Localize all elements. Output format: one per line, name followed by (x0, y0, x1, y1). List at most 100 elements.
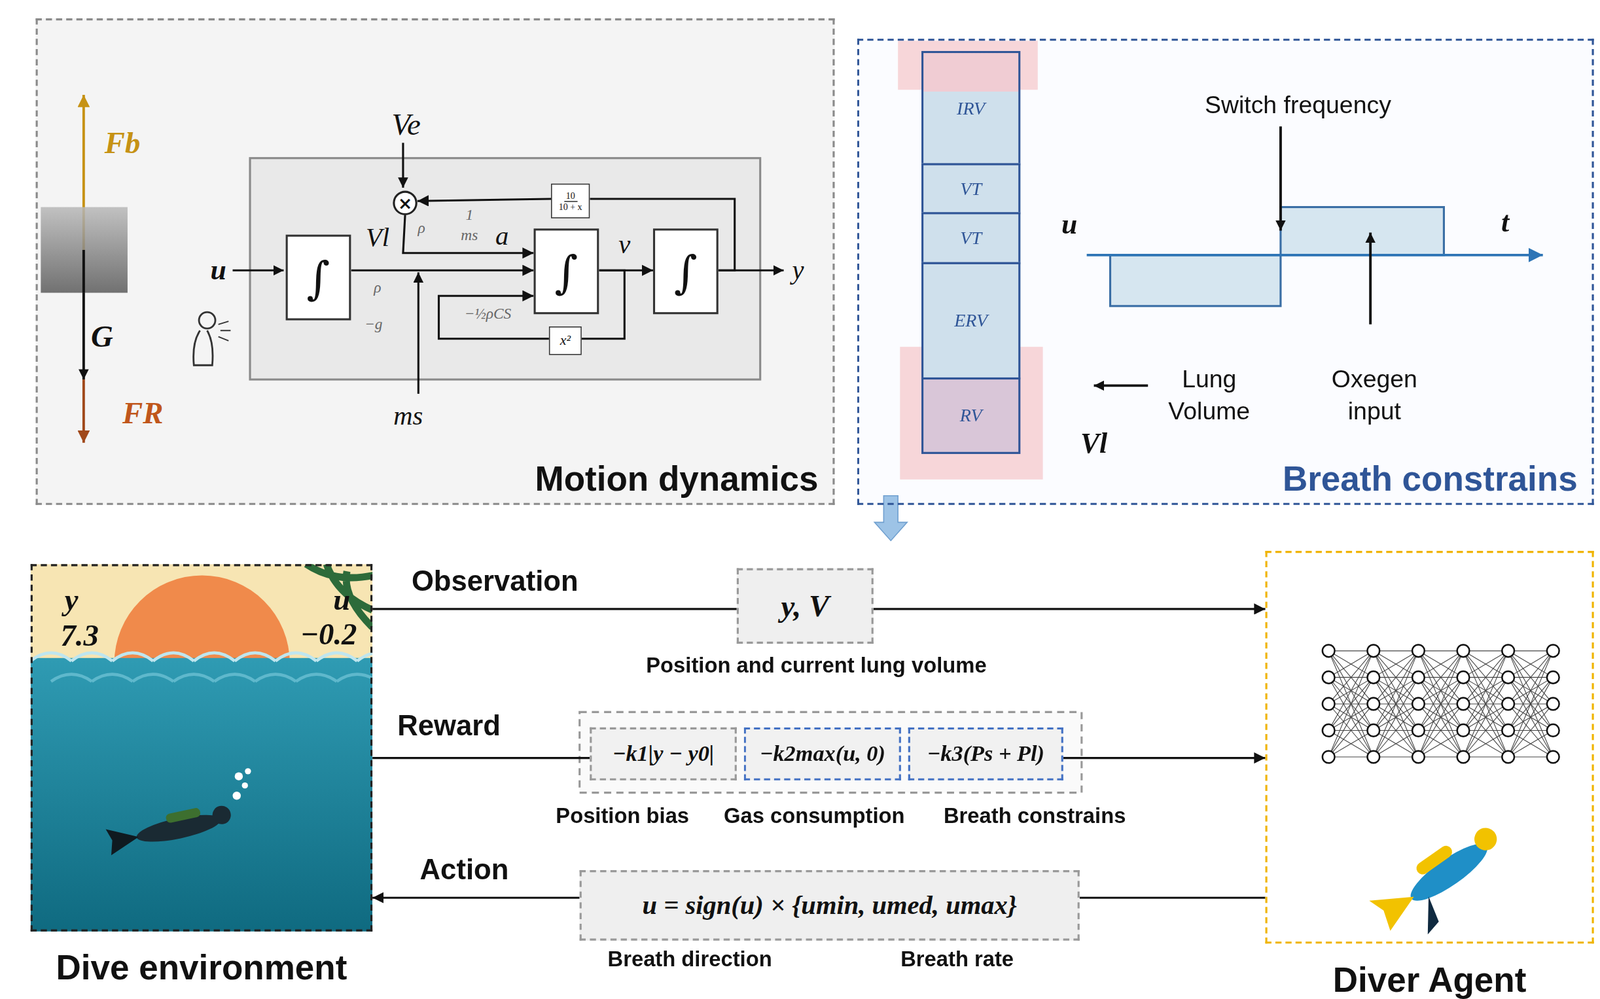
integrator-block: ∫ (653, 228, 719, 315)
node-text: −k1|y − y0| (612, 740, 715, 768)
force-diagram (82, 249, 86, 380)
network-link (1418, 730, 1464, 758)
network-link (1508, 651, 1554, 731)
diver-figure (1410, 896, 1447, 935)
network-neuron (1322, 644, 1335, 658)
symbol-label: ms (460, 227, 478, 245)
reward-term-box: −k2max(u, 0) (744, 727, 902, 781)
network-link (1508, 677, 1554, 758)
network-neuron (1412, 751, 1425, 764)
node-text: 10 + x (558, 201, 583, 213)
wave-stroke (255, 674, 296, 682)
breath-waveform (1279, 126, 1282, 231)
node-text: −k3(Ps + Pl) (927, 740, 1045, 768)
network-link (1328, 730, 1374, 758)
network-neuron (1501, 671, 1515, 684)
wave-stroke (316, 653, 357, 661)
network-neuron (1546, 724, 1560, 737)
reward-group-box (579, 711, 1082, 793)
node-text: ∫ (554, 245, 579, 298)
network-neuron (1367, 698, 1380, 711)
wave-stroke (30, 653, 72, 661)
symbol-label: 1 (465, 206, 474, 225)
network-link (1418, 677, 1464, 758)
network-link (1328, 651, 1374, 678)
network-neuron (1457, 698, 1470, 711)
network-link (1328, 677, 1374, 758)
symbol-label: −0.2 (300, 617, 358, 652)
force-diagram (82, 379, 86, 444)
flow-down-arrow (874, 496, 907, 542)
connector (372, 897, 580, 900)
network-link (1508, 677, 1554, 758)
dive-scene (30, 564, 373, 932)
symbol-label: y (791, 255, 804, 286)
wave-stroke (193, 653, 235, 661)
dive-scene (106, 823, 142, 856)
network-link (1463, 677, 1509, 758)
dive-scene (105, 801, 235, 856)
node-text: Diver Agent (1333, 960, 1527, 999)
network-neuron (1457, 724, 1470, 737)
connector (1079, 897, 1266, 900)
symbol-label: Ve (391, 107, 421, 143)
dive-scene (244, 768, 251, 775)
symbol-label: u (210, 253, 227, 287)
symbol-label: a (495, 221, 509, 252)
network-link (1418, 677, 1464, 758)
network-neuron (1501, 698, 1515, 711)
dive-scene (30, 658, 373, 932)
node-text: IRV (956, 97, 985, 120)
action-box: u = sign(u) × {umin, umed, umax} (579, 870, 1080, 942)
node-text: Breath constrains (1282, 459, 1578, 500)
network-link (1418, 651, 1464, 678)
dive-scene (242, 782, 249, 789)
network-link (1373, 677, 1419, 758)
dive-scene (210, 804, 233, 826)
network-link (1463, 730, 1509, 758)
symbol-label: v (618, 229, 631, 261)
force-diagram (40, 207, 128, 294)
network-neuron (1457, 751, 1470, 764)
system-box (249, 158, 761, 380)
breath-waveform (1368, 232, 1372, 325)
wave-stroke (357, 653, 373, 661)
symbol-label: ρ (373, 278, 381, 297)
wave-stroke (337, 674, 374, 682)
network-link (1328, 677, 1374, 758)
network-link (1508, 651, 1554, 678)
symbol-label: ρ (417, 219, 425, 238)
signal-wire (417, 272, 420, 394)
wave-stroke (132, 674, 174, 682)
breathing-person-icon (218, 321, 232, 341)
integrator-block: ∫ (285, 234, 352, 321)
network-link (1373, 651, 1419, 678)
symbol-label: Switch frequency (1204, 90, 1392, 120)
square-block: x² (549, 326, 582, 356)
network-neuron (1322, 751, 1335, 764)
signal-wire (401, 142, 404, 188)
network-neuron (1546, 751, 1560, 764)
lung-volume-band: VT (921, 162, 1021, 214)
node-text: −k2max(u, 0) (759, 740, 886, 768)
network-link (1373, 651, 1419, 731)
symbol-label: t (1501, 206, 1510, 239)
symbol-label: Vl (1080, 427, 1108, 461)
network-link (1418, 730, 1464, 758)
reward-term-box: −k3(Ps + Pl) (908, 727, 1064, 781)
symbol-label: −g (364, 316, 383, 334)
network-link (1463, 651, 1509, 731)
node-text: ∫ (674, 245, 698, 298)
breath-waveform (1110, 255, 1281, 307)
network-neuron (1367, 671, 1380, 684)
wave-stroke (91, 674, 133, 682)
network-neuron (1546, 671, 1560, 684)
dive-scene (234, 772, 243, 781)
node-text: x² (560, 332, 571, 349)
flow-down-arrow (874, 496, 907, 542)
reward-term-box: −k1|y − y0| (589, 727, 737, 781)
network-link (1508, 730, 1554, 758)
